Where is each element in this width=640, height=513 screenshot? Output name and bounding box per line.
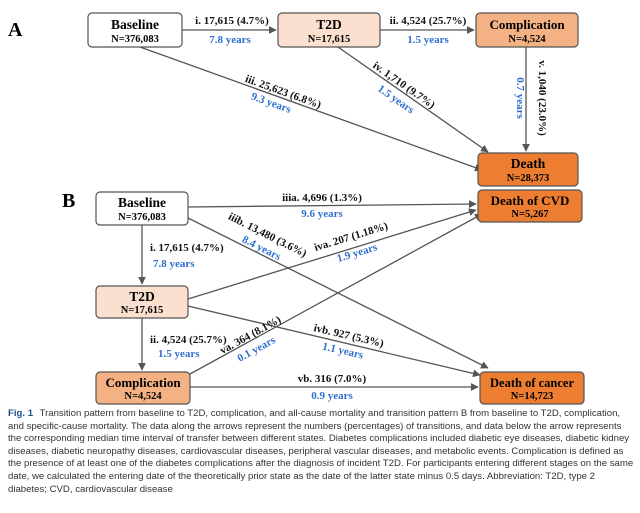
figure-caption-label: Fig. 1 <box>8 408 34 419</box>
panel-b-label: B <box>62 190 75 212</box>
edge-a-v-time: 0.7 years <box>514 77 526 119</box>
node-b-death-cancer-n: N=14,723 <box>511 391 553 402</box>
node-b-t2d: T2D N=17,615 <box>95 285 189 319</box>
node-b-death-cvd-title: Death of CVD <box>491 193 570 208</box>
node-a-t2d-box <box>277 12 381 48</box>
node-a-death-title: Death <box>511 156 546 171</box>
node-b-death-cancer-box <box>479 371 585 405</box>
node-b-complication-box <box>95 371 191 405</box>
node-b-baseline-title: Baseline <box>118 195 166 210</box>
node-b-t2d-box <box>95 285 189 319</box>
node-b-t2d-title: T2D <box>129 289 155 304</box>
edge-b-iiia <box>187 200 477 208</box>
edge-b-va <box>189 213 483 375</box>
node-a-death-n: N=28,373 <box>507 173 549 184</box>
node-a-complication-title: Complication <box>489 17 565 32</box>
node-b-complication-title: Complication <box>105 375 181 390</box>
node-b-death-cvd-box <box>477 189 583 223</box>
edge-b-i-time: 7.8 years <box>153 258 195 270</box>
edge-b-i-count: i. 17,615 (4.7%) <box>150 242 224 254</box>
edge-b-vb-time: 0.9 years <box>311 390 353 402</box>
edge-a-i-time: 7.8 years <box>209 34 251 46</box>
transition-diagram: A Baseline N=376,083 T2D N=17,615 Compli… <box>8 12 585 405</box>
edge-b-iiia-time: 9.6 years <box>301 208 343 220</box>
node-b-death-cvd-n: N=5,267 <box>511 209 548 220</box>
node-b-death-cancer: Death of cancer N=14,723 <box>479 371 585 405</box>
node-a-baseline-title: Baseline <box>111 17 159 32</box>
edge-b-ii-count: ii. 4,524 (25.7%) <box>150 334 227 346</box>
edge-b-iiia-count: iiia. 4,696 (1.3%) <box>282 192 362 204</box>
node-a-complication: Complication N=4,524 <box>475 12 579 48</box>
node-a-baseline-n: N=376,083 <box>111 34 159 45</box>
edge-b-iva <box>187 208 477 300</box>
edge-a-ii-count: ii. 4,524 (25.7%) <box>390 15 467 27</box>
node-a-complication-n: N=4,524 <box>508 34 546 45</box>
node-a-baseline-box <box>87 12 183 48</box>
node-b-death-cancer-title: Death of cancer <box>490 376 574 390</box>
node-b-baseline-box <box>95 191 189 226</box>
edge-b-ii-time: 1.5 years <box>158 348 200 360</box>
edge-a-ii-time: 1.5 years <box>407 34 449 46</box>
node-b-t2d-n: N=17,615 <box>121 305 163 316</box>
edge-a-iv <box>337 46 489 153</box>
node-b-baseline-n: N=376,083 <box>118 212 166 223</box>
node-a-baseline: Baseline N=376,083 <box>87 12 183 48</box>
edge-a-i-count: i. 17,615 (4.7%) <box>195 15 269 27</box>
node-a-t2d: T2D N=17,615 <box>277 12 381 48</box>
figure-caption: Fig. 1 Transition pattern from baseline … <box>8 408 634 496</box>
node-b-complication-n: N=4,524 <box>124 391 162 402</box>
node-b-baseline: Baseline N=376,083 <box>95 191 189 226</box>
node-a-t2d-title: T2D <box>316 17 342 32</box>
node-a-complication-box <box>475 12 579 48</box>
edge-b-ivb <box>187 305 481 378</box>
edge-b-vb-count: vb. 316 (7.0%) <box>298 373 367 385</box>
node-a-death: Death N=28,373 <box>477 152 579 187</box>
panel-a-label: A <box>8 19 23 41</box>
node-b-death-cvd: Death of CVD N=5,267 <box>477 189 583 223</box>
edge-a-iii <box>139 46 483 172</box>
node-a-death-box <box>477 152 579 187</box>
node-a-t2d-n: N=17,615 <box>308 34 350 45</box>
figure-caption-text: Transition pattern from baseline to T2D,… <box>8 408 634 495</box>
edge-a-v-count: v. 1,040 (23.0%) <box>536 60 548 136</box>
node-b-complication: Complication N=4,524 <box>95 371 191 405</box>
